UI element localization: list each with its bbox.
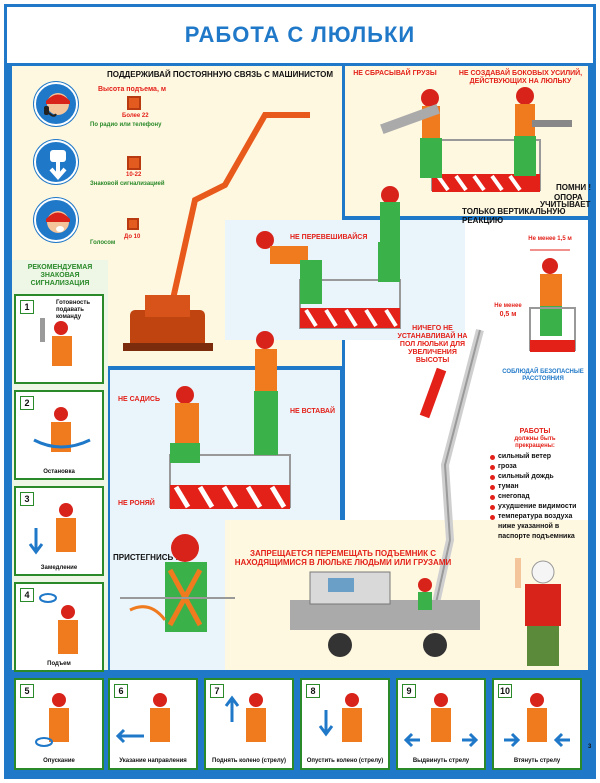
- signal-lower-knee-illustration: [318, 693, 362, 742]
- signal-card-1: 1 Готовность подавать команду: [14, 294, 104, 384]
- list-item: гроза: [490, 462, 580, 472]
- signal-label: Готовность подавать команду: [56, 300, 91, 320]
- signal-label: Остановка: [43, 469, 75, 475]
- distance-top: Не менее 1,5 м: [528, 236, 572, 242]
- signal-extend-boom-illustration: [403, 693, 479, 748]
- signal-number: 4: [20, 588, 34, 602]
- warning-buckle-up: ПРИСТЕГНИСЬ !: [113, 553, 179, 562]
- aerial-lift-illustration: [123, 112, 310, 351]
- height-marker-2: [127, 156, 141, 170]
- signal-lift-illustration: [39, 593, 78, 654]
- hand-signal-icon: [34, 140, 78, 184]
- method-1: По радио или телефону: [90, 122, 162, 128]
- sitting-worker-illustration: [169, 331, 291, 509]
- remember-line-4: ТОЛЬКО ВЕРТИКАЛЬНУЮ РЕАКЦИЮ: [462, 207, 566, 226]
- stop-work-list: сильный ветер гроза сильный дождь туман …: [490, 452, 580, 542]
- signal-ready-illustration: [40, 318, 72, 366]
- list-item: снегопад: [490, 492, 580, 502]
- warning-no-drop: НЕ РОНЯЙ: [118, 500, 155, 507]
- title-bar: РАБОТА С ЛЮЛЬКИ: [7, 7, 593, 63]
- remember-line-3: УЧИТЫВАЕТ: [540, 200, 591, 209]
- list-item: сильный ветер: [490, 452, 580, 462]
- warning-no-sit: НЕ САДИСЬ: [118, 396, 160, 403]
- voice-icon: [34, 198, 78, 242]
- signaller-illustration: [515, 558, 561, 666]
- boom-truck-illustration: [290, 328, 484, 657]
- signal-number: 6: [114, 684, 128, 698]
- height-value-2: 10-22: [126, 172, 142, 178]
- list-item: температура воздуха ниже указанной в пас…: [490, 512, 580, 542]
- signal-card-5: 5 Опускание: [14, 678, 104, 770]
- remember-line-1: ПОМНИ !: [556, 183, 592, 192]
- method-3: Голосом: [90, 240, 116, 246]
- warning-no-stand: НЕ ВСТАВАЙ: [290, 408, 336, 415]
- height-label: Высота подъема, м: [98, 86, 167, 93]
- distance-side-1: Не менее: [494, 303, 522, 309]
- signal-label: Указание направления: [119, 758, 187, 764]
- signal-label: Выдвинуть стрелу: [412, 758, 470, 764]
- radio-operator-icon: [34, 82, 78, 126]
- harness-worker-illustration: [120, 534, 235, 632]
- warning-no-stack: НИЧЕГО НЕ УСТАНАВЛИВАЙ НА ПОЛ ЛЮЛЬКИ ДЛЯ…: [397, 325, 468, 365]
- signal-card-3: 3 Замедление: [14, 486, 104, 576]
- remember-line-2: ОПОРА: [554, 193, 583, 202]
- signal-label: Втянуть стрелу: [513, 758, 561, 764]
- height-value-1: Более 22: [122, 113, 149, 119]
- signal-number: 10: [498, 684, 512, 698]
- signals-heading: РЕКОМЕНДУЕМАЯ ЗНАКОВАЯ СИГНАЛИЗАЦИЯ: [27, 264, 93, 288]
- stop-work-heading-2: должны быть: [514, 436, 556, 442]
- leaning-worker-illustration: [256, 186, 401, 329]
- signal-label: Опускание: [43, 758, 75, 764]
- list-item: сильный дождь: [490, 472, 580, 482]
- communication-heading: ПОДДЕРЖИВАЙ ПОСТОЯННУЮ СВЯЗЬ С МАШИНИСТО…: [106, 70, 334, 79]
- signal-raise-knee-illustration: [224, 693, 266, 742]
- signal-card-2: 2 Остановка: [14, 390, 104, 480]
- signal-card-7: 7 Поднять колено (стрелу): [204, 678, 294, 770]
- signal-number: 1: [20, 300, 34, 314]
- signal-label: Опустить колено (стрелу): [306, 758, 384, 764]
- workers-basket-illustration: [380, 87, 572, 192]
- page-number: 3: [588, 744, 592, 750]
- signal-label: Поднять колено (стрелу): [212, 758, 286, 764]
- signal-card-8: 8 Опустить колено (стрелу): [300, 678, 390, 770]
- warning-no-lean: НЕ ПЕРЕВЕШИВАЙСЯ: [290, 234, 368, 241]
- warning-no-side-force: НЕ СОЗДАВАЙ БОКОВЫХ УСИЛИЙ, ДЕЙСТВУЮЩИХ …: [458, 70, 583, 86]
- signal-retract-boom-illustration: [504, 693, 570, 748]
- signal-label: Подъем: [47, 661, 71, 667]
- height-value-3: До 10: [124, 234, 141, 240]
- page-title: РАБОТА С ЛЮЛЬКИ: [184, 22, 416, 47]
- signal-card-10: 10 Втянуть стрелу: [492, 678, 582, 770]
- warning-no-throw: НЕ СБРАСЫВАЙ ГРУЗЫ: [353, 70, 437, 77]
- keep-distance: СОБЛЮДАЙ БЕЗОПАСНЫЕ РАССТОЯНИЯ: [502, 369, 584, 382]
- signal-stop-illustration: [33, 407, 91, 452]
- signal-lower-illustration: [35, 693, 69, 747]
- height-marker-1: [127, 96, 141, 110]
- signal-label: Замедление: [40, 565, 78, 571]
- signal-direction-illustration: [115, 693, 170, 744]
- signal-card-6: 6 Указание направления: [108, 678, 198, 770]
- stop-work-heading-1: РАБОТЫ: [519, 428, 551, 435]
- list-item: ухудшение видимости: [490, 502, 580, 512]
- distance-side-2: 0,5 м: [499, 311, 517, 318]
- list-item: туман: [490, 482, 580, 492]
- distance-worker-illustration: [529, 249, 576, 352]
- height-marker-3: [127, 218, 139, 230]
- stop-work-heading-3: прекращены:: [515, 443, 555, 449]
- signal-slow-illustration: [28, 503, 76, 555]
- signal-number: 5: [20, 684, 34, 698]
- signal-number: 3: [20, 492, 34, 506]
- signal-number: 2: [20, 396, 34, 410]
- signal-number: 9: [402, 684, 416, 698]
- signal-number: 8: [306, 684, 320, 698]
- method-2: Знаковой сигнализацией: [90, 181, 165, 187]
- signal-card-4: 4 Подъем: [14, 582, 104, 672]
- signal-card-9: 9 Выдвинуть стрелу: [396, 678, 486, 770]
- signal-number: 7: [210, 684, 224, 698]
- warning-no-move: ЗАПРЕЩАЕТСЯ ПЕРЕМЕЩАТЬ ПОДЪЕМНИК С НАХОД…: [234, 549, 452, 568]
